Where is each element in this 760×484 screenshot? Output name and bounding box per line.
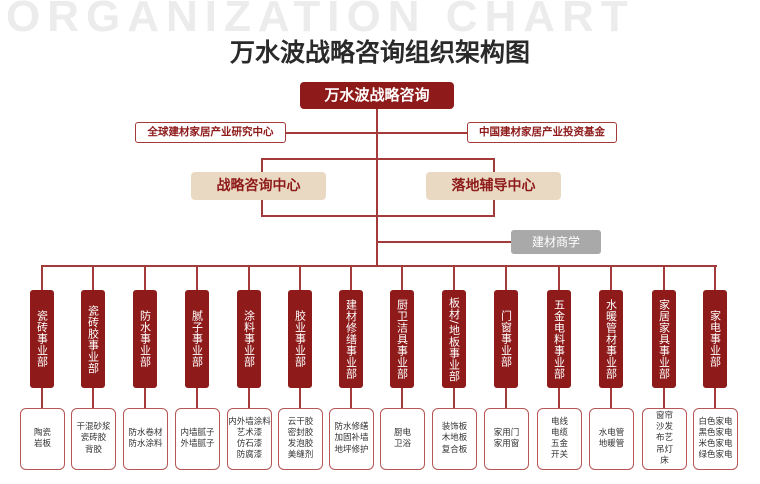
page-title: 万水波战略咨询组织架构图 <box>229 38 530 67</box>
investment-fund-node: 中国建材家居产业投资基金 <box>467 122 617 143</box>
department-node: 涂料事业部 <box>237 290 261 388</box>
department-node: 瓷砖胶事业部 <box>81 290 105 388</box>
strategy-center-node: 战略咨询中心 <box>191 172 326 200</box>
department-node: 家居家具事业部 <box>652 290 676 388</box>
department-node: 胶业事业部 <box>288 290 312 388</box>
research-center-node: 全球建材家居产业研究中心 <box>135 122 286 143</box>
product-box: 窗帘 沙发 布艺 吊灯 床 <box>642 408 687 470</box>
department-node: 瓷砖事业部 <box>30 290 54 388</box>
product-box: 防水卷材 防水涂料 <box>123 408 168 470</box>
academy-node: 建材商学 <box>511 230 601 254</box>
product-box: 装饰板 木地板 复合板 <box>432 408 477 470</box>
product-box: 家用门 家用窗 <box>484 408 529 470</box>
product-box: 陶瓷 岩板 <box>20 408 65 470</box>
root-node: 万水波战略咨询 <box>300 82 454 109</box>
product-box: 白色家电 黑色家电 米色家电 绿色家电 <box>693 408 738 470</box>
product-box: 内墙腻子 外墙腻子 <box>175 408 220 470</box>
connector <box>261 158 495 160</box>
department-node: 板材/地板事业部 <box>442 290 466 388</box>
department-node: 家电事业部 <box>703 290 727 388</box>
department-node: 防水事业部 <box>133 290 157 388</box>
department-node: 腻子事业部 <box>185 290 209 388</box>
connector <box>261 215 495 217</box>
product-box: 电线 电缆 五金 开关 <box>537 408 582 470</box>
product-box: 干混砂浆 瓷砖胶 背胶 <box>71 408 116 470</box>
connector <box>377 241 511 243</box>
product-box: 水电管 地暖管 <box>589 408 634 470</box>
department-node: 五金电料事业部 <box>547 290 571 388</box>
product-box: 云干胶 密封胶 发泡胶 美缝剂 <box>278 408 323 470</box>
connector <box>41 265 717 267</box>
product-box: 厨电 卫浴 <box>380 408 425 470</box>
department-node: 门窗事业部 <box>494 290 518 388</box>
department-node: 建材修缮事业部 <box>339 290 363 388</box>
product-box: 防水修缮 加固补墙 地坪修护 <box>329 408 374 470</box>
connector <box>286 132 467 134</box>
department-node: 水暖管材事业部 <box>599 290 623 388</box>
implementation-center-node: 落地辅导中心 <box>426 172 561 200</box>
watermark-text: ORGANIZATION CHART <box>6 0 635 41</box>
product-box: 内外墙涂料 艺术漆 仿石漆 防腐漆 <box>227 408 272 470</box>
department-node: 厨卫洁具事业部 <box>390 290 414 388</box>
connector <box>376 109 378 266</box>
